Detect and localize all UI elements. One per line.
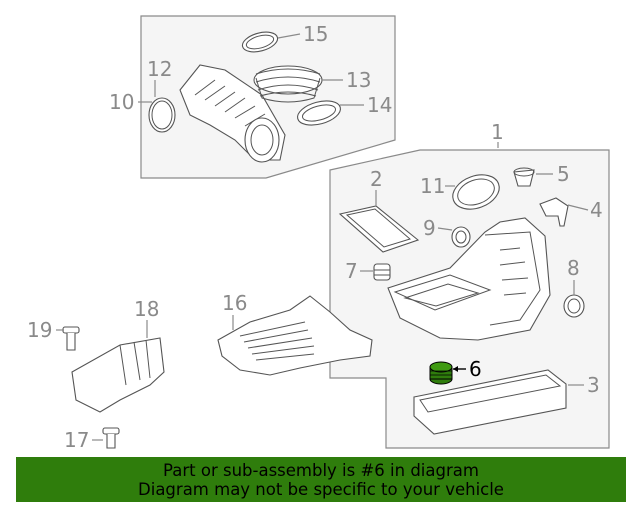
callout-19: 19 [27, 318, 52, 342]
callout-5: 5 [557, 162, 570, 186]
callout-4: 4 [590, 198, 603, 222]
banner-line-2: Diagram may not be specific to your vehi… [138, 479, 504, 499]
grommet-8-part [563, 294, 585, 318]
callout-14: 14 [367, 93, 392, 117]
filter-frame-part [338, 205, 420, 253]
callout-12: 12 [147, 57, 172, 81]
callout-7: 7 [345, 259, 358, 283]
intake-hose-panel [140, 15, 396, 179]
grommet-9-part [451, 226, 471, 248]
duct-16-part [217, 295, 373, 376]
grommet-5-part [513, 167, 535, 187]
sensor-part [539, 197, 569, 227]
callout-18: 18 [134, 297, 159, 321]
ring-11-part [452, 174, 500, 210]
callout-2: 2 [370, 167, 383, 191]
leader-lines [56, 33, 589, 441]
callout-3: 3 [587, 373, 600, 397]
callout-10: 10 [109, 90, 134, 114]
callout-16: 16 [222, 291, 247, 315]
parts-diagram: 1 2 3 4 5 6 7 8 9 10 11 12 13 14 15 16 1… [27, 15, 610, 452]
banner-line-1: Part or sub-assembly is #6 in diagram [163, 460, 479, 480]
ring-14-part [297, 100, 341, 126]
callout-1: 1 [491, 120, 504, 144]
callout-9: 9 [423, 216, 436, 240]
callout-15: 15 [303, 22, 328, 46]
ring-15-part [241, 31, 279, 53]
duct-18-part [71, 337, 165, 413]
clip-17-part [102, 427, 120, 449]
air-cleaner-housing-part [387, 217, 551, 341]
seal-ring-part [148, 97, 176, 133]
info-banner: Part or sub-assembly is #6 in diagram Di… [16, 457, 626, 502]
highlighted-part-6 [429, 361, 453, 385]
callout-8: 8 [567, 256, 580, 280]
callout-11: 11 [420, 174, 445, 198]
intake-hose-part [179, 64, 286, 163]
grommet-7-part [373, 263, 391, 281]
clip-19-part [62, 326, 80, 351]
callout-17: 17 [64, 428, 89, 452]
callout-13: 13 [346, 68, 371, 92]
callout-6: 6 [469, 357, 482, 381]
lower-housing-part [413, 369, 567, 435]
